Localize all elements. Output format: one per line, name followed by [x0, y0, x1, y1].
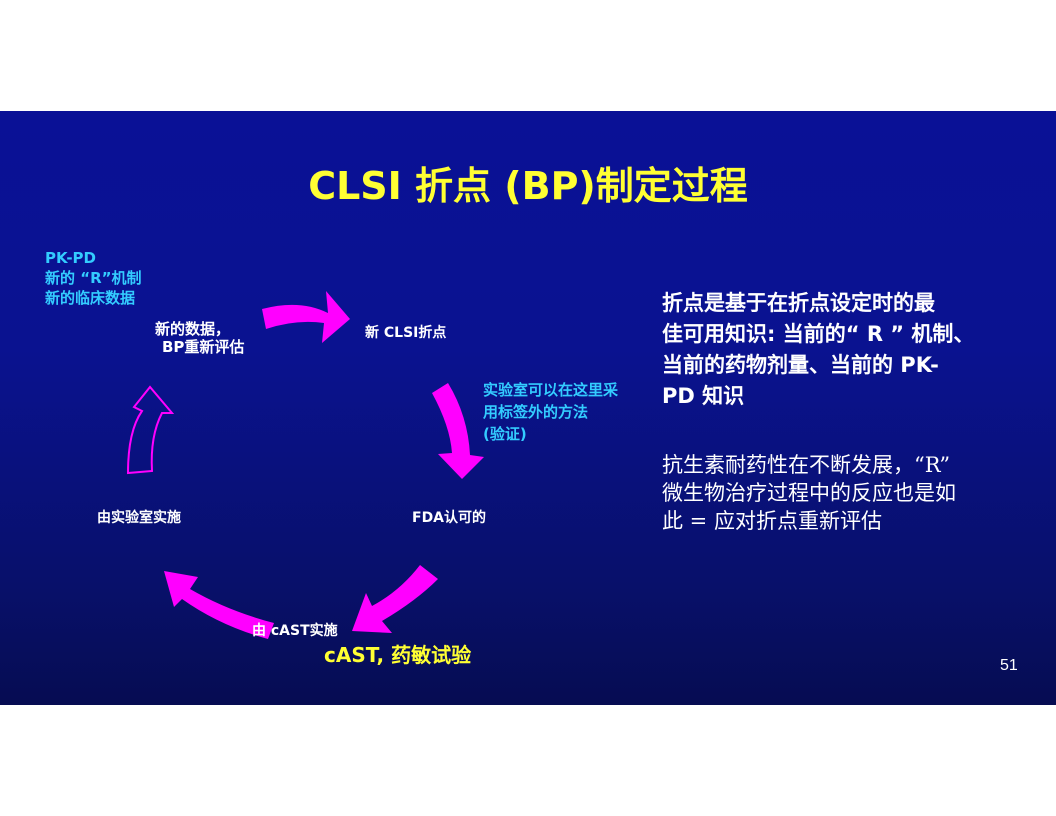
- pkpd-line: PK-PD: [45, 249, 96, 267]
- explanation-line: 佳可用知识: 当前的“ R ” 机制、: [662, 322, 975, 346]
- new-data-line: BP重新评估: [162, 338, 245, 356]
- lab-method-line: (验证): [483, 425, 527, 443]
- explanation-line: 微生物治疗过程中的反应也是如: [662, 481, 956, 505]
- page-number: 51: [1000, 657, 1018, 674]
- arrow-to-cast: [352, 565, 438, 633]
- explanation-paragraph-2: 抗生素耐药性在不断发展，“R” 微生物治疗过程中的反应也是如 此 = 应对折点重…: [662, 451, 1012, 535]
- explanation-line: PD 知识: [662, 384, 745, 408]
- pkpd-line: 新的临床数据: [45, 289, 136, 307]
- cycle-arrows: [126, 291, 484, 639]
- slide-title: CLSI 折点 (BP)制定过程: [308, 164, 748, 208]
- new-data-line: 新的数据，: [155, 320, 231, 338]
- explanation-line: 折点是基于在折点设定时的最: [662, 291, 935, 315]
- lab-implement-label: 由实验室实施: [97, 510, 181, 526]
- explanation-line: 抗生素耐药性在不断发展，“R”: [662, 453, 951, 477]
- pkpd-line: 新的 “R”机制: [45, 269, 142, 287]
- arrow-to-new-data: [126, 385, 175, 475]
- fda-approved-label: FDA认可的: [412, 510, 487, 526]
- arrow-to-new-breakpoint: [262, 291, 350, 343]
- explanation-line: 当前的药物剂量、当前的 PK-: [662, 353, 939, 377]
- lab-method-label: 实验室可以在这里采 用标签外的方法 (验证): [483, 379, 618, 445]
- cast-label: cAST, 药敏试验: [324, 643, 472, 667]
- lab-method-line: 实验室可以在这里采: [483, 381, 619, 399]
- cast-implement-label: 由 cAST实施: [252, 623, 338, 639]
- lab-method-line: 用标签外的方法: [483, 403, 589, 421]
- arrow-to-fda: [432, 383, 484, 479]
- arrow-to-lab: [164, 571, 274, 639]
- pkpd-label: PK-PD 新的 “R”机制 新的临床数据: [45, 248, 142, 308]
- explanation-paragraph-1: 折点是基于在折点设定时的最 佳可用知识: 当前的“ R ” 机制、 当前的药物剂…: [662, 288, 1007, 412]
- explanation-line: 此 = 应对折点重新评估: [662, 509, 882, 533]
- slide: CLSI 折点 (BP)制定过程 PK-PD 新的 “R”机制 新的临床数据 新…: [0, 111, 1056, 705]
- new-breakpoint-label: 新 CLSI折点: [365, 325, 447, 341]
- new-data-label: 新的数据， BP重新评估: [155, 320, 244, 356]
